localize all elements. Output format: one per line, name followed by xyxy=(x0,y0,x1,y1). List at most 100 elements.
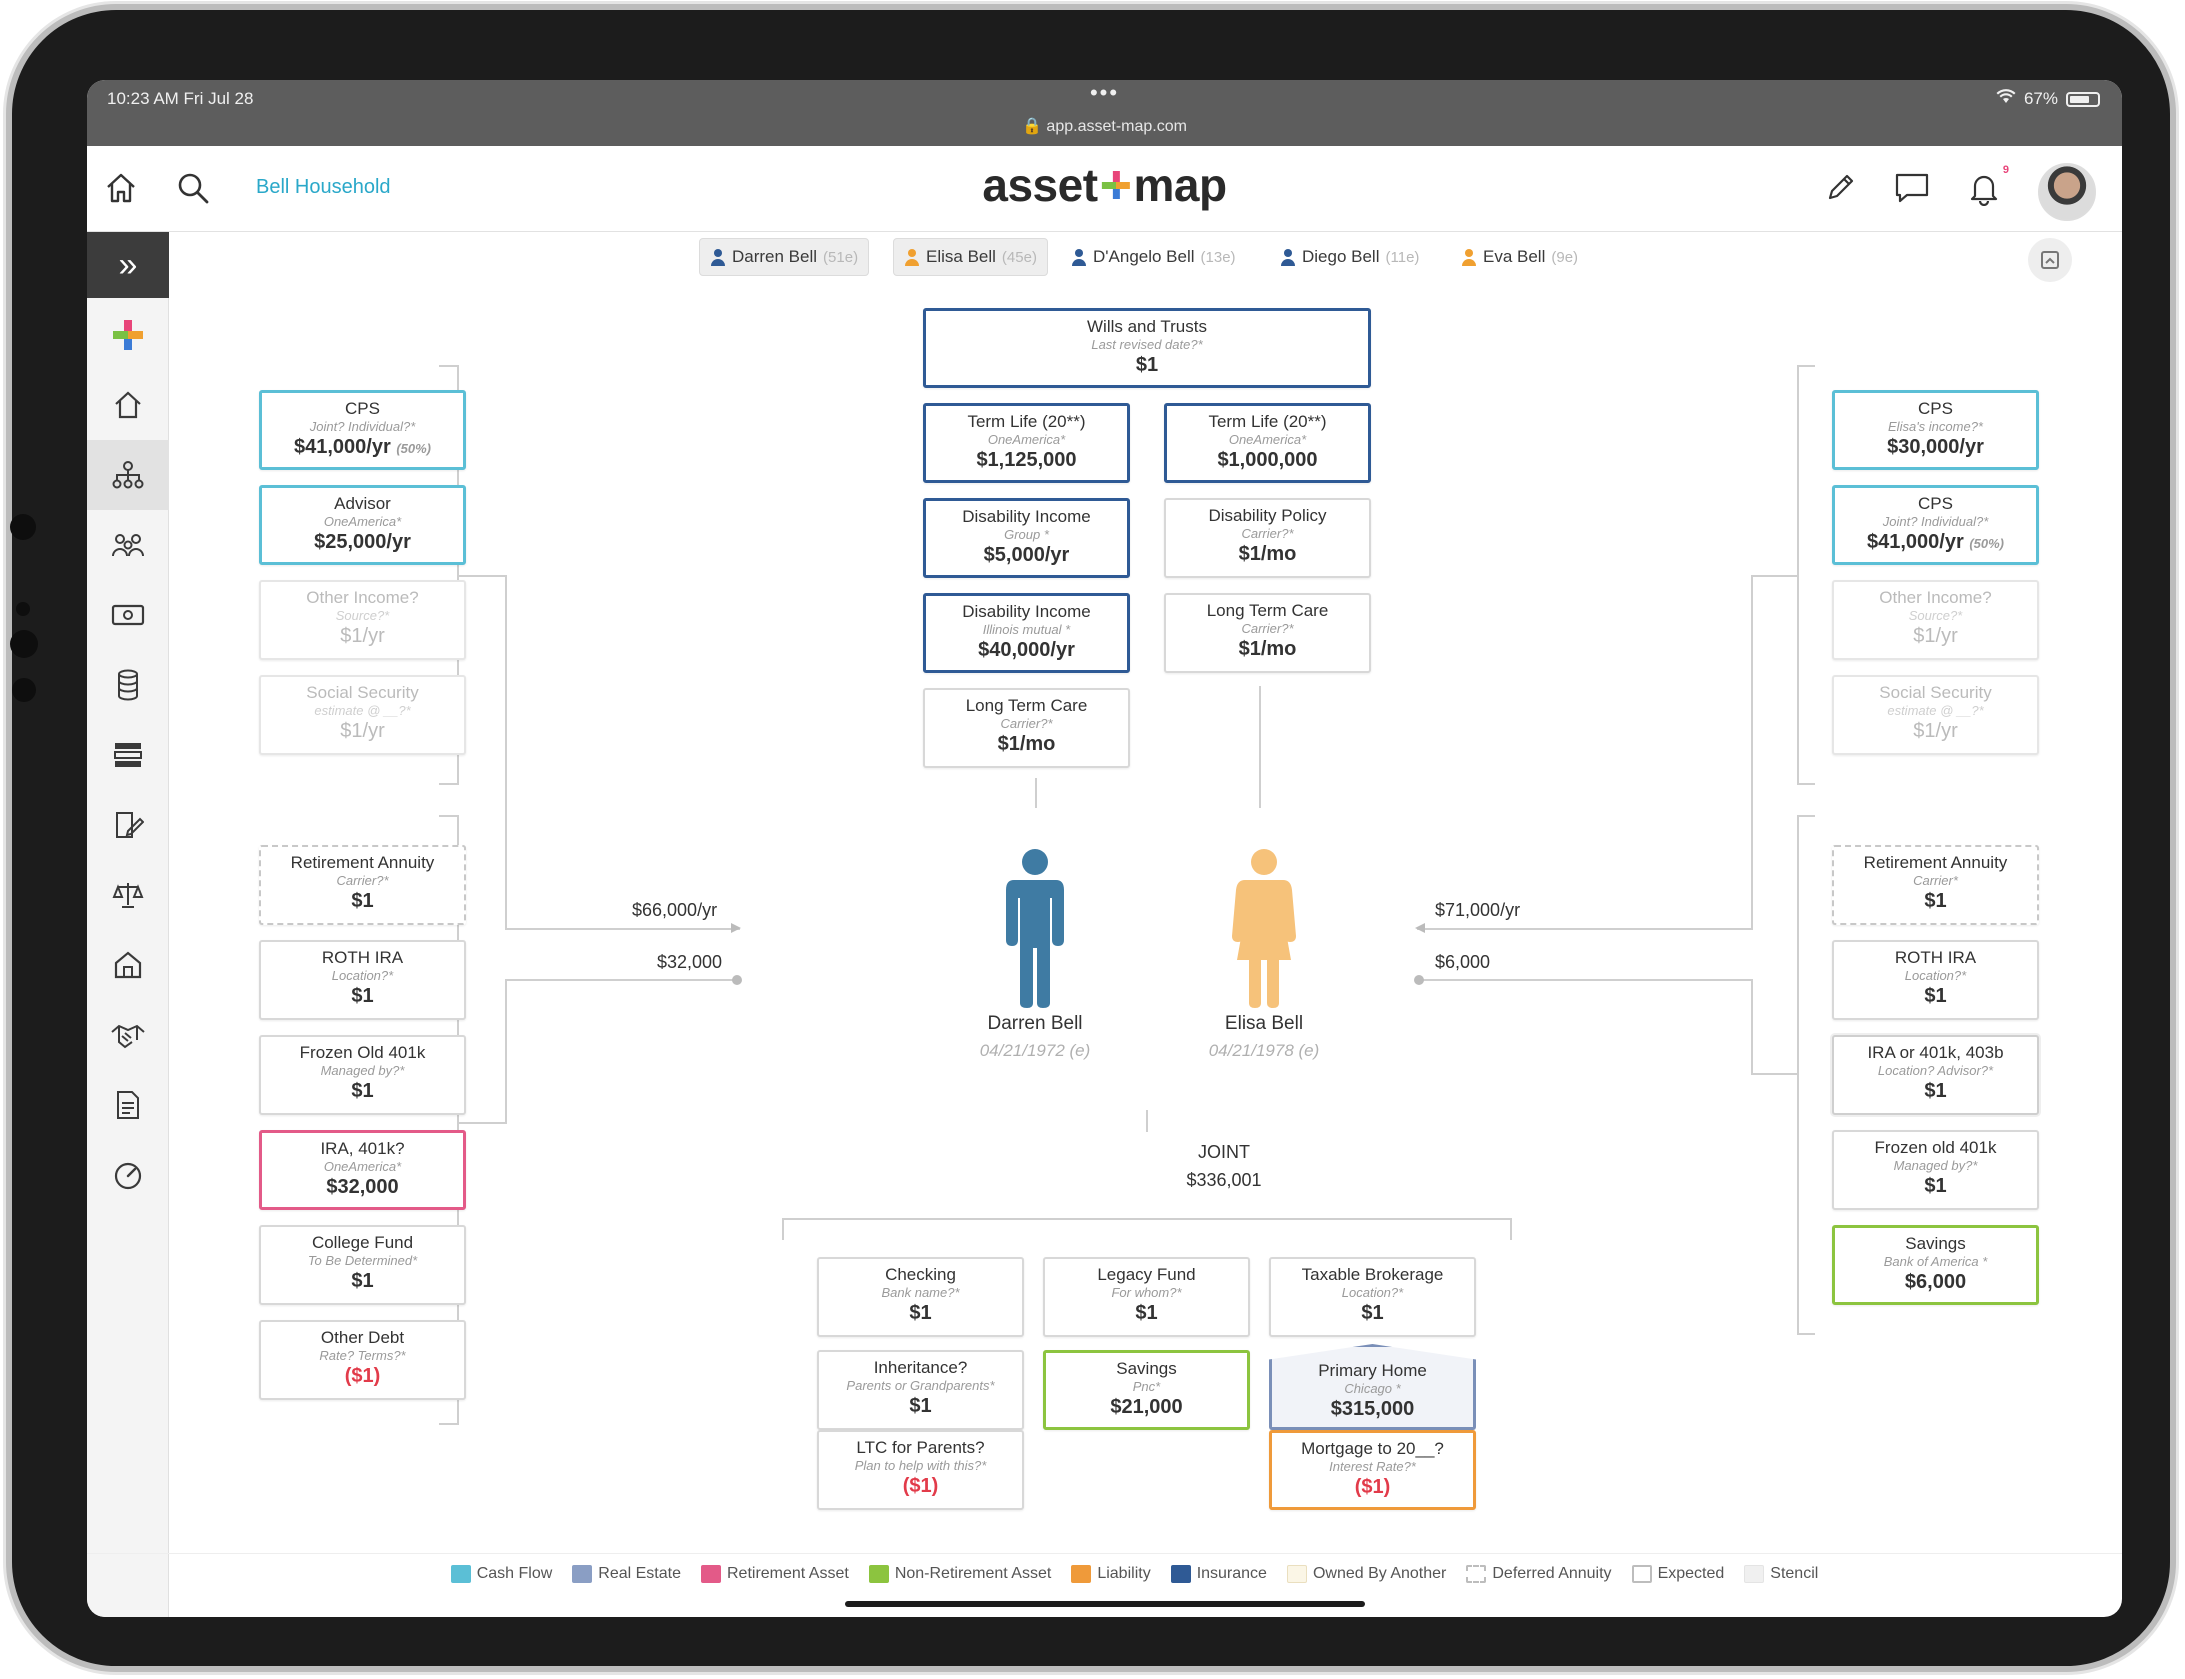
tab-elisa-bell[interactable]: Elisa Bell (45e) xyxy=(893,238,1048,276)
sidebar-scale-icon[interactable] xyxy=(87,860,169,930)
card-title: Disability Income xyxy=(962,507,1091,526)
joint-ltc-parents-card[interactable]: LTC for Parents? Plan to help with this?… xyxy=(817,1430,1024,1510)
right-retirement-annuity-card[interactable]: Retirement Annuity Carrier* $1 xyxy=(1832,845,2039,925)
joint-legacy-fund-card[interactable]: Legacy Fund For whom?* $1 xyxy=(1043,1257,1250,1337)
sidebar-report-icon[interactable] xyxy=(87,1070,169,1140)
tab-age: (51e) xyxy=(823,248,859,266)
expand-sidebar-button[interactable]: » xyxy=(87,232,169,298)
card-title: Term Life (20**) xyxy=(967,412,1086,431)
card-title: Wills and Trusts xyxy=(1087,317,1207,336)
home-indicator[interactable] xyxy=(844,1601,1365,1607)
joint-inheritance-card[interactable]: Inheritance? Parents or Grandparents* $1 xyxy=(817,1350,1024,1430)
left-frozen-401k-card[interactable]: Frozen Old 401k Managed by?* $1 xyxy=(259,1035,466,1115)
sidebar-coins-icon[interactable] xyxy=(87,650,169,720)
connector-line xyxy=(1751,575,1799,577)
connector-line xyxy=(1797,1333,1815,1335)
card-title: Mortgage to 20__? xyxy=(1301,1439,1444,1458)
right-ira-403b-card[interactable]: IRA or 401k, 403b Location? Advisor?* $1 xyxy=(1832,1035,2039,1115)
disability-income-group-card[interactable]: Disability Income Group * $5,000/yr xyxy=(923,498,1130,578)
card-subtitle: Managed by?* xyxy=(320,1063,405,1078)
tab-darren-bell[interactable]: Darren Bell (51e) xyxy=(699,238,870,276)
sidebar: » xyxy=(87,232,169,1617)
legend-label: Owned By Another xyxy=(1312,1564,1447,1582)
tab-dangelo-bell[interactable]: D'Angelo Bell (13e) xyxy=(1061,238,1246,276)
sidebar-cash-icon[interactable] xyxy=(87,580,169,650)
joint-mortgage-card[interactable]: Mortgage to 20__? Interest Rate?* ($1) xyxy=(1269,1430,1476,1510)
household-breadcrumb[interactable]: Bell Household xyxy=(256,176,391,198)
card-subtitle: Interest Rate?* xyxy=(1329,1459,1416,1474)
sensor-dot xyxy=(10,630,38,658)
card-subtitle: OneAmerica* xyxy=(323,514,402,529)
left-cps-income-card[interactable]: CPS Joint? Individual?* $41,000/yr (50%) xyxy=(259,390,466,470)
sidebar-gauge-icon[interactable] xyxy=(87,1140,169,1210)
right-frozen-401k-card[interactable]: Frozen old 401k Managed by?* $1 xyxy=(1832,1130,2039,1210)
tab-age: (9e) xyxy=(1551,248,1579,266)
sidebar-list-icon[interactable] xyxy=(87,720,169,790)
left-ira-401k-card[interactable]: IRA, 401k? OneAmerica* $32,000 xyxy=(259,1130,466,1210)
card-title: ROTH IRA xyxy=(321,948,404,967)
connector-line xyxy=(782,1218,784,1240)
left-other-debt-card[interactable]: Other Debt Rate? Terms?* ($1) xyxy=(259,1320,466,1400)
joint-savings-card[interactable]: Savings Pnc* $21,000 xyxy=(1043,1350,1250,1430)
left-retirement-annuity-card[interactable]: Retirement Annuity Carrier?* $1 xyxy=(259,845,466,925)
right-cps-joint-card[interactable]: CPS Joint? Individual?* $41,000/yr (50%) xyxy=(1832,485,2039,565)
card-subtitle: Location?* xyxy=(331,968,394,983)
connector-line xyxy=(439,783,457,785)
left-other-income-card[interactable]: Other Income? Source?* $1/yr xyxy=(259,580,466,660)
home-icon[interactable] xyxy=(101,168,141,208)
term-life-darren-card[interactable]: Term Life (20**) OneAmerica* $1,125,000 xyxy=(923,403,1130,483)
right-social-security-card[interactable]: Social Security estimate @ __?* $1/yr xyxy=(1832,675,2039,755)
chat-icon[interactable] xyxy=(1892,168,1932,208)
address-bar[interactable]: 🔒 app.asset-map.com xyxy=(1022,118,1187,135)
long-term-care-elisa-card[interactable]: Long Term Care Carrier?* $1/mo xyxy=(1164,593,1371,673)
right-roth-ira-card[interactable]: ROTH IRA Location?* $1 xyxy=(1832,940,2039,1020)
person-elisa-bell[interactable]: Elisa Bell 04/21/1978 (e) xyxy=(1184,848,1344,1061)
tab-name: D'Angelo Bell xyxy=(1093,247,1195,266)
wills-and-trusts-card[interactable]: Wills and Trusts Last revised date?* $1 xyxy=(923,308,1371,388)
sidebar-house-icon[interactable] xyxy=(87,930,169,1000)
sidebar-family-icon[interactable] xyxy=(87,510,169,580)
right-savings-card[interactable]: Savings Bank of America * $6,000 xyxy=(1832,1225,2039,1305)
search-icon[interactable] xyxy=(173,168,213,208)
left-advisor-income-card[interactable]: Advisor OneAmerica* $25,000/yr xyxy=(259,485,466,565)
joint-primary-home-card[interactable]: Primary Home Chicago * $315,000 xyxy=(1269,1344,1476,1430)
left-roth-ira-card[interactable]: ROTH IRA Location?* $1 xyxy=(259,940,466,1020)
sensor-dot xyxy=(16,602,30,616)
joint-checking-card[interactable]: Checking Bank name?* $1 xyxy=(817,1257,1024,1337)
left-college-fund-card[interactable]: College Fund To Be Determined* $1 xyxy=(259,1225,466,1305)
right-cps-income-card[interactable]: CPS Elisa's income?* $30,000/yr xyxy=(1832,390,2039,470)
app-screen: 10:23 AM Fri Jul 28 ••• 🔒 app.asset-map.… xyxy=(87,80,2122,1617)
disability-income-illinois-card[interactable]: Disability Income Illinois mutual * $40,… xyxy=(923,593,1130,673)
sidebar-home-icon[interactable] xyxy=(87,370,169,440)
connector-line xyxy=(1417,979,1753,981)
pen-icon[interactable] xyxy=(1820,168,1860,208)
map-settings-icon[interactable] xyxy=(2028,238,2072,282)
sidebar-document-edit-icon[interactable] xyxy=(87,790,169,860)
tab-diego-bell[interactable]: Diego Bell (11e) xyxy=(1270,238,1429,276)
joint-taxable-brokerage-card[interactable]: Taxable Brokerage Location?* $1 xyxy=(1269,1257,1476,1337)
term-life-elisa-card[interactable]: Term Life (20**) OneAmerica* $1,000,000 xyxy=(1164,403,1371,483)
person-darren-bell[interactable]: Darren Bell 04/21/1972 (e) xyxy=(955,848,1115,1061)
long-term-care-darren-card[interactable]: Long Term Care Carrier?* $1/mo xyxy=(923,688,1130,768)
card-subtitle: Carrier?* xyxy=(1241,621,1294,636)
card-value: $32,000 xyxy=(326,1176,399,1198)
asset-map-plus-icon[interactable] xyxy=(87,300,169,370)
right-other-income-card[interactable]: Other Income? Source?* $1/yr xyxy=(1832,580,2039,660)
connector-line xyxy=(457,815,459,1425)
bell-icon[interactable]: 9 xyxy=(1964,164,2009,208)
sidebar-org-chart-icon[interactable] xyxy=(87,440,169,510)
left-social-security-card[interactable]: Social Security estimate @ __?* $1/yr xyxy=(259,675,466,755)
card-title: Social Security xyxy=(306,683,419,702)
user-avatar[interactable] xyxy=(2038,163,2096,221)
multitask-dots[interactable]: ••• xyxy=(1089,80,1120,105)
legend-label: Stencil xyxy=(1770,1564,1819,1582)
disability-policy-card[interactable]: Disability Policy Carrier?* $1/mo xyxy=(1164,498,1371,578)
legend-label: Non-Retirement Asset xyxy=(894,1564,1052,1582)
card-subtitle: OneAmerica* xyxy=(1228,432,1307,447)
sidebar-handshake-icon[interactable] xyxy=(87,1000,169,1070)
tab-name: Eva Bell xyxy=(1483,247,1546,266)
tab-eva-bell[interactable]: Eva Bell (9e) xyxy=(1451,238,1588,276)
card-value: $1 xyxy=(1924,985,1947,1007)
connector-line xyxy=(505,928,740,930)
card-value: $1 xyxy=(1924,1080,1947,1102)
